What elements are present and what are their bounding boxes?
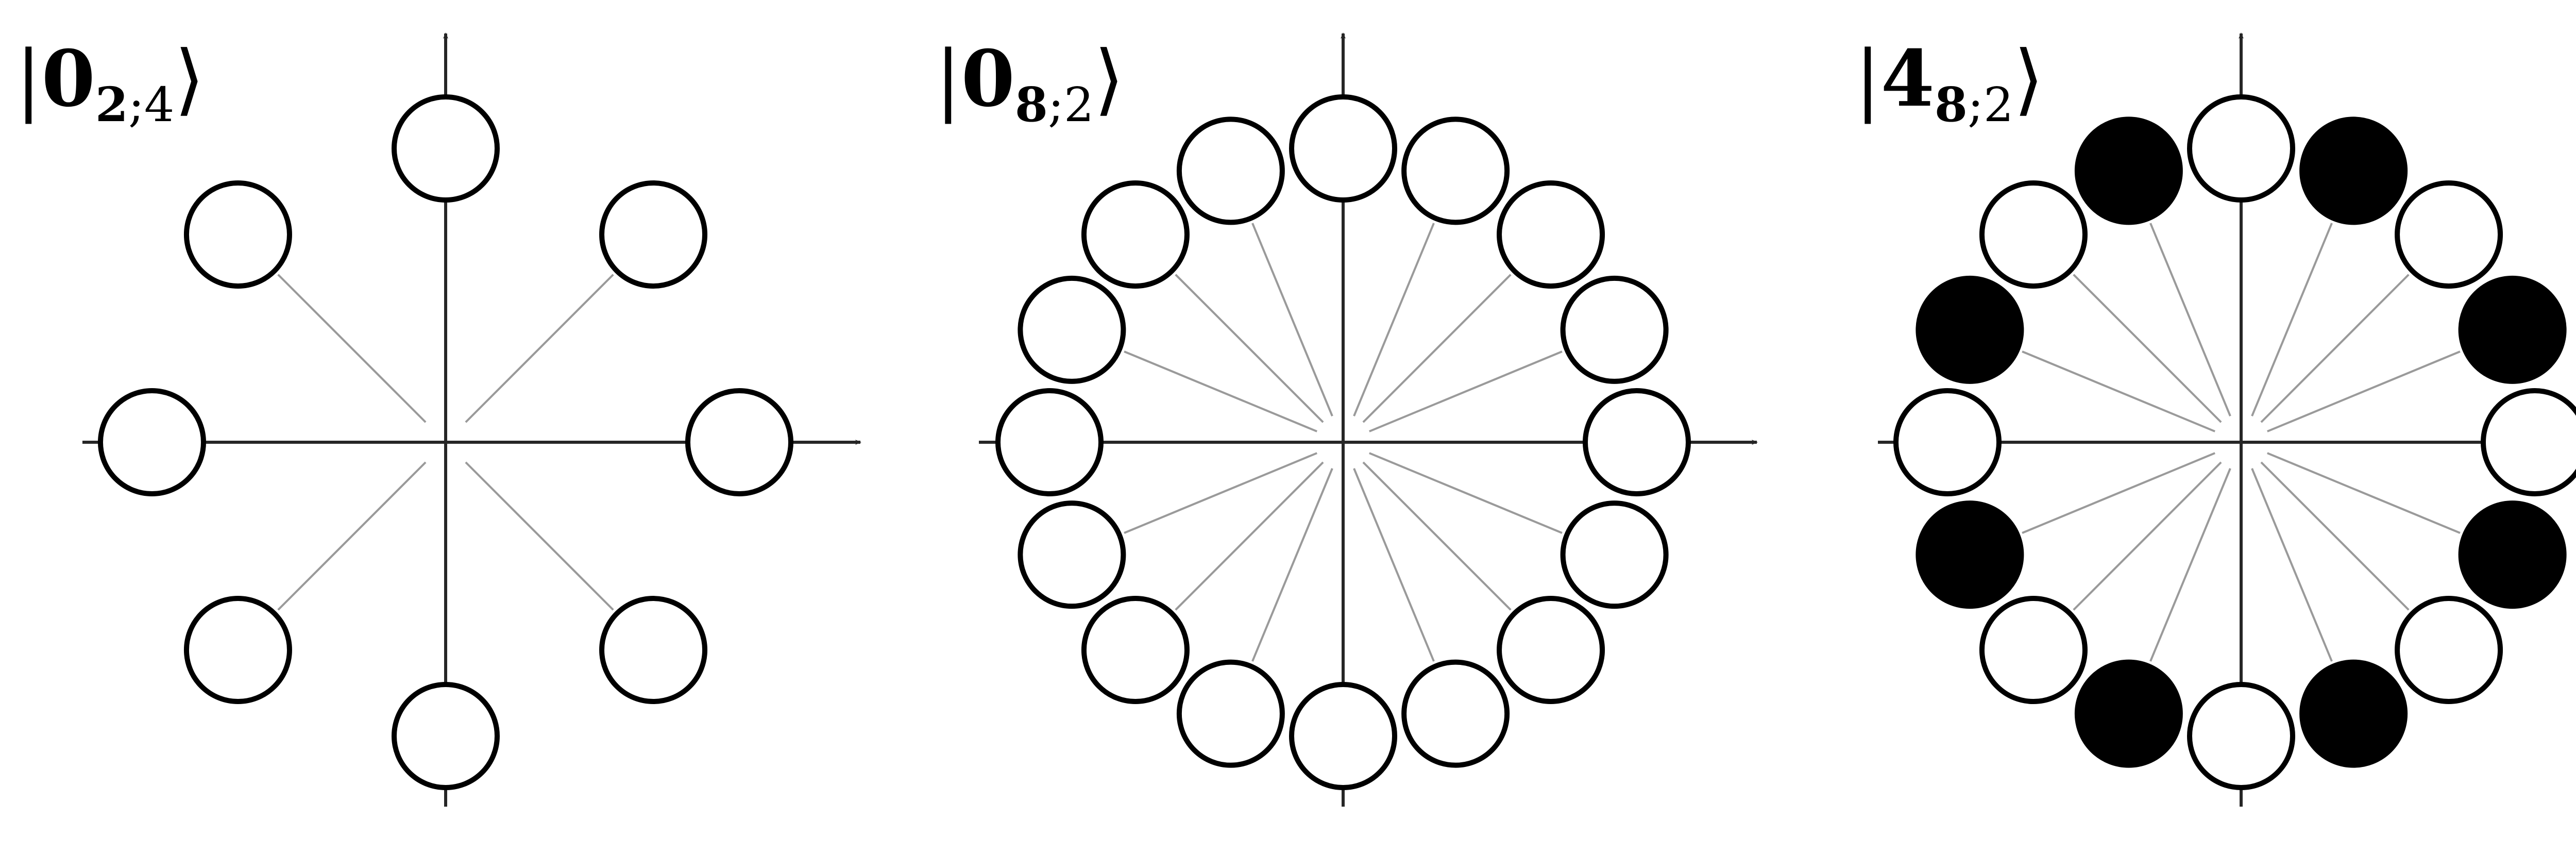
empty-state-circle — [1583, 388, 1691, 496]
spoke-line — [1353, 223, 1435, 416]
empty-state-circle — [2187, 682, 2295, 790]
spoke-line — [1251, 223, 1333, 416]
phase-diagram-panel-1 — [82, 32, 861, 807]
empty-state-circle — [1289, 682, 1397, 790]
empty-state-circle — [685, 388, 793, 496]
filled-state-circle — [2299, 659, 2408, 768]
filled-state-circle — [1916, 500, 2024, 609]
filled-state-circle — [2074, 116, 2183, 225]
spoke-line — [1362, 461, 1512, 611]
spoke-line — [2149, 468, 2231, 662]
empty-state-circle — [1176, 659, 1285, 768]
spoke-line — [2073, 274, 2222, 423]
empty-state-circle — [2395, 180, 2503, 289]
empty-state-circle — [183, 596, 292, 705]
empty-state-circle — [1289, 94, 1397, 203]
phase-diagram-panel-3 — [1878, 32, 2576, 807]
spoke-line — [2251, 468, 2333, 662]
spoke-line — [2260, 274, 2410, 423]
filled-state-circle — [2458, 500, 2567, 609]
empty-state-circle — [98, 388, 206, 496]
empty-state-circle — [392, 94, 500, 203]
spoke-line — [1175, 274, 1324, 423]
panel-3-state-label: |48;2⟩ — [1855, 34, 2044, 132]
filled-state-circle — [1916, 275, 2024, 384]
spoke-line — [2251, 223, 2333, 416]
panel-2-state-label: |08;2⟩ — [935, 34, 1124, 132]
spoke-line — [2149, 223, 2231, 416]
empty-state-circle — [599, 596, 708, 705]
empty-state-circle — [2395, 596, 2503, 705]
filled-state-circle — [2458, 275, 2567, 384]
filled-state-circle — [2299, 116, 2408, 225]
empty-state-circle — [1081, 180, 1190, 289]
empty-state-circle — [1401, 116, 1510, 225]
empty-state-circle — [1560, 500, 1669, 609]
spoke-line — [1353, 468, 1435, 662]
empty-state-circle — [1018, 500, 1126, 609]
spoke-line — [1369, 452, 1563, 534]
spoke-line — [1175, 461, 1324, 611]
empty-state-circle — [183, 180, 292, 289]
spoke-line — [2267, 452, 2461, 534]
spoke-line — [2022, 350, 2215, 432]
panel-1-state-label: |02;4⟩ — [15, 34, 205, 132]
empty-state-circle — [1497, 596, 1605, 705]
empty-state-circle — [1979, 180, 2088, 289]
spoke-line — [2073, 461, 2222, 611]
empty-state-circle — [1176, 116, 1285, 225]
spoke-line — [277, 461, 427, 611]
empty-state-circle — [1979, 596, 2088, 705]
empty-state-circle — [1401, 659, 1510, 768]
empty-state-circle — [995, 388, 1104, 496]
empty-state-circle — [599, 180, 708, 289]
empty-state-circle — [392, 682, 500, 790]
spoke-line — [1124, 452, 1317, 534]
spoke-line — [2260, 461, 2410, 611]
empty-state-circle — [1560, 275, 1669, 384]
spoke-line — [1362, 274, 1512, 423]
spoke-line — [1124, 350, 1317, 432]
spoke-line — [1369, 350, 1563, 432]
empty-state-circle — [2481, 388, 2576, 496]
spoke-line — [465, 461, 614, 611]
empty-state-circle — [1497, 180, 1605, 289]
empty-state-circle — [1893, 388, 2002, 496]
spoke-line — [1251, 468, 1333, 662]
phase-diagram-panel-2 — [979, 32, 1758, 807]
spoke-line — [2267, 350, 2461, 432]
empty-state-circle — [2187, 94, 2295, 203]
empty-state-circle — [1018, 275, 1126, 384]
filled-state-circle — [2074, 659, 2183, 768]
spoke-line — [277, 274, 427, 423]
spoke-line — [465, 274, 614, 423]
spoke-line — [2022, 452, 2215, 534]
empty-state-circle — [1081, 596, 1190, 705]
